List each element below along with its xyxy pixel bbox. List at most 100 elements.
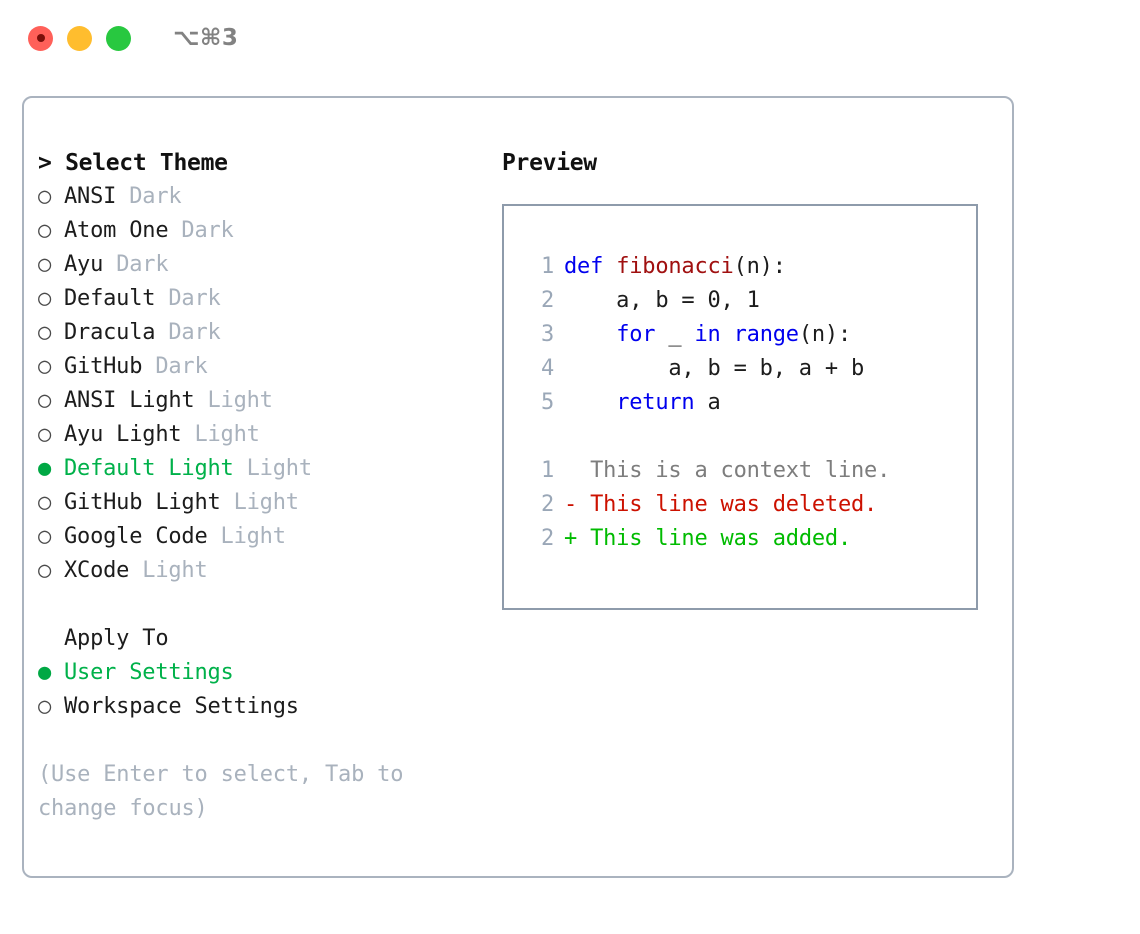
code-token: return [616,390,695,415]
radio-unselected-icon: ○ [38,218,52,243]
code-token [721,322,734,347]
theme-list-item[interactable]: ○Ayu Dark [38,248,488,282]
select-theme-header: > Select Theme [38,150,228,176]
apply-to-label: Workspace Settings [64,694,299,719]
code-token: (n): [798,322,852,347]
spacer [38,588,488,622]
code-token: a, b = b, a + b [564,356,865,381]
code-token: (n): [733,254,786,279]
theme-name: Default Light [64,456,234,481]
apply-to-option[interactable]: ● User Settings [38,656,488,690]
radio-unselected-icon: ○ [38,524,52,549]
line-number: 3 [540,322,554,347]
radio-unselected-icon: ○ [38,320,52,345]
theme-kind-badge: Light [246,456,312,481]
preview-header: Preview [502,150,597,176]
theme-kind-badge: Light [142,558,208,583]
close-button[interactable] [28,25,53,51]
code-token: in [694,322,721,347]
diff-sign: - [564,492,578,517]
theme-kind-badge: Dark [116,252,169,277]
minimize-button[interactable] [67,25,92,51]
code-line: 4 a, b = b, a + b [504,352,976,386]
code-token: _ [655,322,695,347]
maximize-button[interactable] [106,25,131,51]
window-title: ⌥⌘3 [173,25,239,51]
radio-unselected-icon: ○ [38,286,52,311]
theme-selector-column: > Select Theme ○ANSI Dark○Atom One Dark○… [38,146,488,826]
code-token: a [694,390,721,415]
theme-kind-badge: Dark [155,354,208,379]
theme-list-item[interactable]: ○ ANSI Dark [38,180,488,214]
diff-text: This line was deleted. [577,492,878,517]
code-token: for [616,322,656,347]
window-controls [28,25,131,51]
line-number: 2 [540,492,554,517]
theme-list-item[interactable]: ○ XCode Light [38,554,488,588]
window-titlebar: ⌥⌘3 [0,0,1140,76]
theme-list-item[interactable]: ○ Dracula Dark [38,316,488,350]
theme-name: GitHub [64,354,143,379]
theme-list-item[interactable]: ○ GitHub Dark [38,350,488,384]
radio-unselected-icon: ○ [38,422,52,447]
radio-unselected-icon: ○ [38,184,52,209]
theme-kind-badge: Dark [168,320,221,345]
code-token [564,390,616,415]
theme-name: XCode [64,558,130,583]
code-line: 3 for _ in range(n): [504,318,976,352]
theme-name: ANSI Light [64,388,195,413]
theme-kind-badge: Light [207,388,273,413]
code-line: 2 a, b = 0, 1 [504,284,976,318]
line-number: 2 [540,288,554,313]
line-number: 4 [540,356,554,381]
theme-name: Dracula [64,320,156,345]
theme-list[interactable]: ○ANSI Dark○Atom One Dark○Ayu Dark○Defaul… [38,180,488,588]
apply-to-header: Apply To [64,626,169,651]
theme-list-item[interactable]: ○GitHub Light Light [38,486,488,520]
theme-list-item[interactable]: ○ANSI Light Light [38,384,488,418]
diff-sign [564,458,577,483]
radio-selected-icon: ● [38,456,52,481]
theme-list-item[interactable]: ○Ayu Light Light [38,418,488,452]
theme-kind-badge: Light [233,490,299,515]
theme-name: ANSI [64,184,117,209]
diff-line: 2 + This line was added. [504,522,976,556]
diff-sign: + [564,526,578,551]
theme-list-item[interactable]: ○Default Dark [38,282,488,316]
theme-kind-badge: Dark [181,218,234,243]
theme-list-item[interactable]: ○Google Code Light [38,520,488,554]
diff-text: This is a context line. [577,458,891,483]
theme-kind-badge: Dark [129,184,182,209]
diff-sample: 1 This is a context line.2- This line wa… [504,454,976,556]
line-number: 5 [540,390,554,415]
theme-list-item[interactable]: ○ Atom One Dark [38,214,488,248]
theme-name: Atom One [64,218,169,243]
theme-list-item[interactable]: ● Default Light Light [38,452,488,486]
diff-line: 2- This line was deleted. [504,488,976,522]
radio-unselected-icon: ○ [38,558,52,583]
apply-to-list[interactable]: ● User Settings ○Workspace Settings [38,656,488,724]
diff-line: 1 This is a context line. [504,454,976,488]
theme-kind-badge: Light [220,524,286,549]
radio-unselected-icon: ○ [38,354,52,379]
keyboard-hint-text: (Use Enter to select, Tab to change focu… [38,762,404,821]
diff-text: This line was added. [577,526,851,551]
code-token [564,322,616,347]
radio-selected-icon: ● [38,660,52,685]
theme-name: Default [64,286,156,311]
recording-indicator-icon [36,34,45,42]
code-line: 5 return a [504,386,976,420]
theme-name: Ayu Light [64,422,182,447]
line-number: 2 [540,526,554,551]
apply-to-label: User Settings [64,660,234,685]
apply-to-option[interactable]: ○Workspace Settings [38,690,488,724]
line-number: 1 [540,458,554,483]
theme-name: Ayu [64,252,104,277]
app-panel: > Select Theme ○ANSI Dark○Atom One Dark○… [22,96,1014,878]
radio-unselected-icon: ○ [38,490,52,515]
code-token: range [733,322,799,347]
spacer [504,420,976,454]
